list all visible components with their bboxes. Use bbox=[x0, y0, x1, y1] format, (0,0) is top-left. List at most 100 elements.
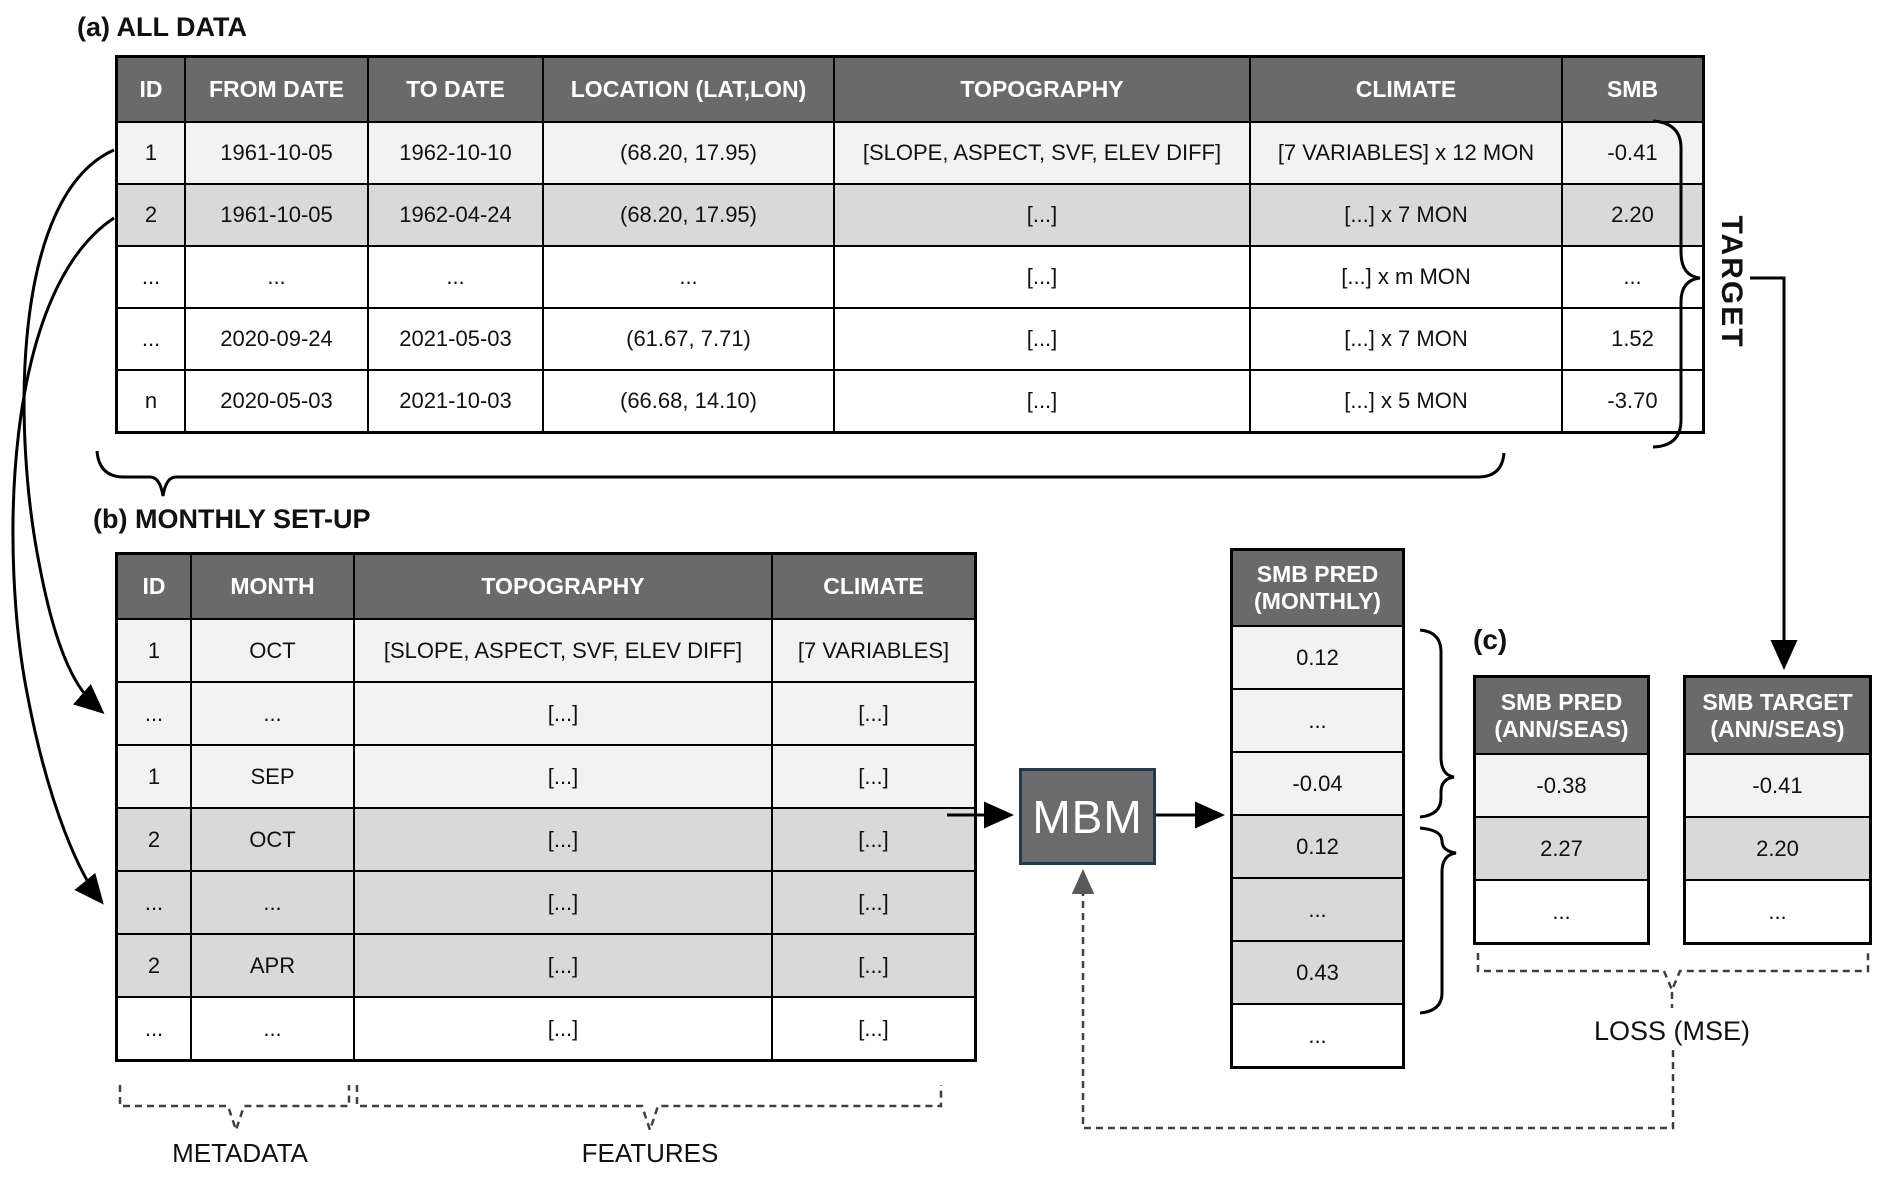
table-cell: (66.68, 14.10) bbox=[542, 369, 835, 434]
table-cell: ... bbox=[1473, 879, 1650, 945]
table-cell: [7 VARIABLES] bbox=[771, 618, 977, 683]
table-row: ......[...][...] bbox=[115, 870, 977, 935]
table-cell: [...] x 5 MON bbox=[1249, 369, 1563, 434]
table-cell: 2020-05-03 bbox=[184, 369, 369, 434]
table-cell: [...] bbox=[771, 744, 977, 809]
table-row: 2.20 bbox=[1683, 816, 1872, 881]
table-cell: [...] x m MON bbox=[1249, 245, 1563, 309]
table-cell: 2.27 bbox=[1473, 816, 1650, 881]
table-cell: -0.41 bbox=[1561, 121, 1705, 185]
table-cell: [...] bbox=[353, 996, 773, 1062]
table-cell: ... bbox=[367, 245, 544, 309]
table-cell: 0.43 bbox=[1230, 940, 1405, 1005]
column-header: CLIMATE bbox=[771, 552, 977, 620]
table-cell: 1 bbox=[115, 121, 186, 185]
column-header: FROM DATE bbox=[184, 55, 369, 123]
features-brace bbox=[355, 1085, 943, 1134]
table-cell: 2.20 bbox=[1561, 183, 1705, 247]
table-cell: SEP bbox=[190, 744, 355, 809]
table-cell: OCT bbox=[190, 807, 355, 872]
table-row: -0.04 bbox=[1230, 751, 1405, 816]
column-header: TOPOGRAPHY bbox=[833, 55, 1251, 123]
metadata-label: METADATA bbox=[172, 1138, 308, 1168]
column-header: ID bbox=[115, 552, 192, 620]
table-cell: n bbox=[115, 369, 186, 434]
table-cell: [...] bbox=[771, 807, 977, 872]
table-cell: ... bbox=[115, 245, 186, 309]
table-cell: 2.20 bbox=[1683, 816, 1872, 881]
table-cell: ... bbox=[115, 870, 192, 935]
column-header: SMB TARGET (ANN/SEAS) bbox=[1683, 675, 1872, 755]
table-cell: ... bbox=[1230, 688, 1405, 753]
table-row: 0.43 bbox=[1230, 940, 1405, 1005]
column-header: SMB PRED (MONTHLY) bbox=[1230, 548, 1405, 627]
table-cell: OCT bbox=[190, 618, 355, 683]
table-cell: ... bbox=[115, 681, 192, 746]
table-cell: -0.41 bbox=[1683, 753, 1872, 818]
metadata-brace bbox=[118, 1085, 351, 1134]
panel-b-title: (b) MONTHLY SET-UP bbox=[93, 504, 371, 534]
table-cell: (68.20, 17.95) bbox=[542, 121, 835, 185]
header-row: SMB PRED (ANN/SEAS) bbox=[1473, 675, 1650, 755]
target-to-smb-target-arrow bbox=[1750, 276, 1798, 670]
table-cell: ... bbox=[190, 870, 355, 935]
column-header: TO DATE bbox=[367, 55, 544, 123]
id2-to-monthly-arrow bbox=[11, 216, 115, 905]
target-label: TARGET bbox=[1715, 215, 1748, 349]
table-cell: [...] bbox=[353, 681, 773, 746]
panel-a-title: (a) ALL DATA bbox=[77, 12, 247, 42]
table-row: 0.12 bbox=[1230, 625, 1405, 690]
table-cell: ... bbox=[1561, 245, 1705, 309]
table-cell: 1 bbox=[115, 744, 192, 809]
table-row: ............[...][...] x m MON... bbox=[115, 245, 1705, 309]
table-row: 0.12 bbox=[1230, 814, 1405, 879]
table-cell: ... bbox=[1683, 879, 1872, 945]
table-cell: -3.70 bbox=[1561, 369, 1705, 434]
table-cell: [...] x 7 MON bbox=[1249, 183, 1563, 247]
table-cell: [...] bbox=[771, 870, 977, 935]
table-cell: [...] bbox=[833, 183, 1251, 247]
table-cell: [...] bbox=[833, 245, 1251, 309]
table-cell: APR bbox=[190, 933, 355, 998]
column-header: TOPOGRAPHY bbox=[353, 552, 773, 620]
table-cell: [SLOPE, ASPECT, SVF, ELEV DIFF] bbox=[353, 618, 773, 683]
table-cell: ... bbox=[184, 245, 369, 309]
header-row: SMB TARGET (ANN/SEAS) bbox=[1683, 675, 1872, 755]
table-cell: ... bbox=[190, 996, 355, 1062]
table-cell: 1 bbox=[115, 618, 192, 683]
column-header: ID bbox=[115, 55, 186, 123]
table-cell: ... bbox=[115, 307, 186, 371]
pred-group2-brace bbox=[1419, 826, 1457, 1015]
id1-to-monthly-arrow bbox=[22, 148, 115, 714]
table-cell: 1962-10-10 bbox=[367, 121, 544, 185]
table-cell: 2 bbox=[115, 807, 192, 872]
table-cell: (68.20, 17.95) bbox=[542, 183, 835, 247]
features-label: FEATURES bbox=[581, 1138, 719, 1168]
header-row: SMB PRED (MONTHLY) bbox=[1230, 548, 1405, 627]
table-row: ......[...][...] bbox=[115, 681, 977, 746]
table-cell: [...] bbox=[353, 933, 773, 998]
table-cell: [SLOPE, ASPECT, SVF, ELEV DIFF] bbox=[833, 121, 1251, 185]
loss-brace bbox=[1476, 953, 1870, 1008]
table-cell: ... bbox=[542, 245, 835, 309]
column-header: SMB PRED (ANN/SEAS) bbox=[1473, 675, 1650, 755]
loss-label: LOSS (MSE) bbox=[1593, 1016, 1751, 1046]
table-cell: [...] bbox=[771, 933, 977, 998]
table-row: ... bbox=[1683, 879, 1872, 945]
table-cell: [...] bbox=[353, 870, 773, 935]
pred-group1-brace bbox=[1419, 628, 1455, 819]
table-cell: [...] bbox=[833, 307, 1251, 371]
table-cell: 1961-10-05 bbox=[184, 121, 369, 185]
